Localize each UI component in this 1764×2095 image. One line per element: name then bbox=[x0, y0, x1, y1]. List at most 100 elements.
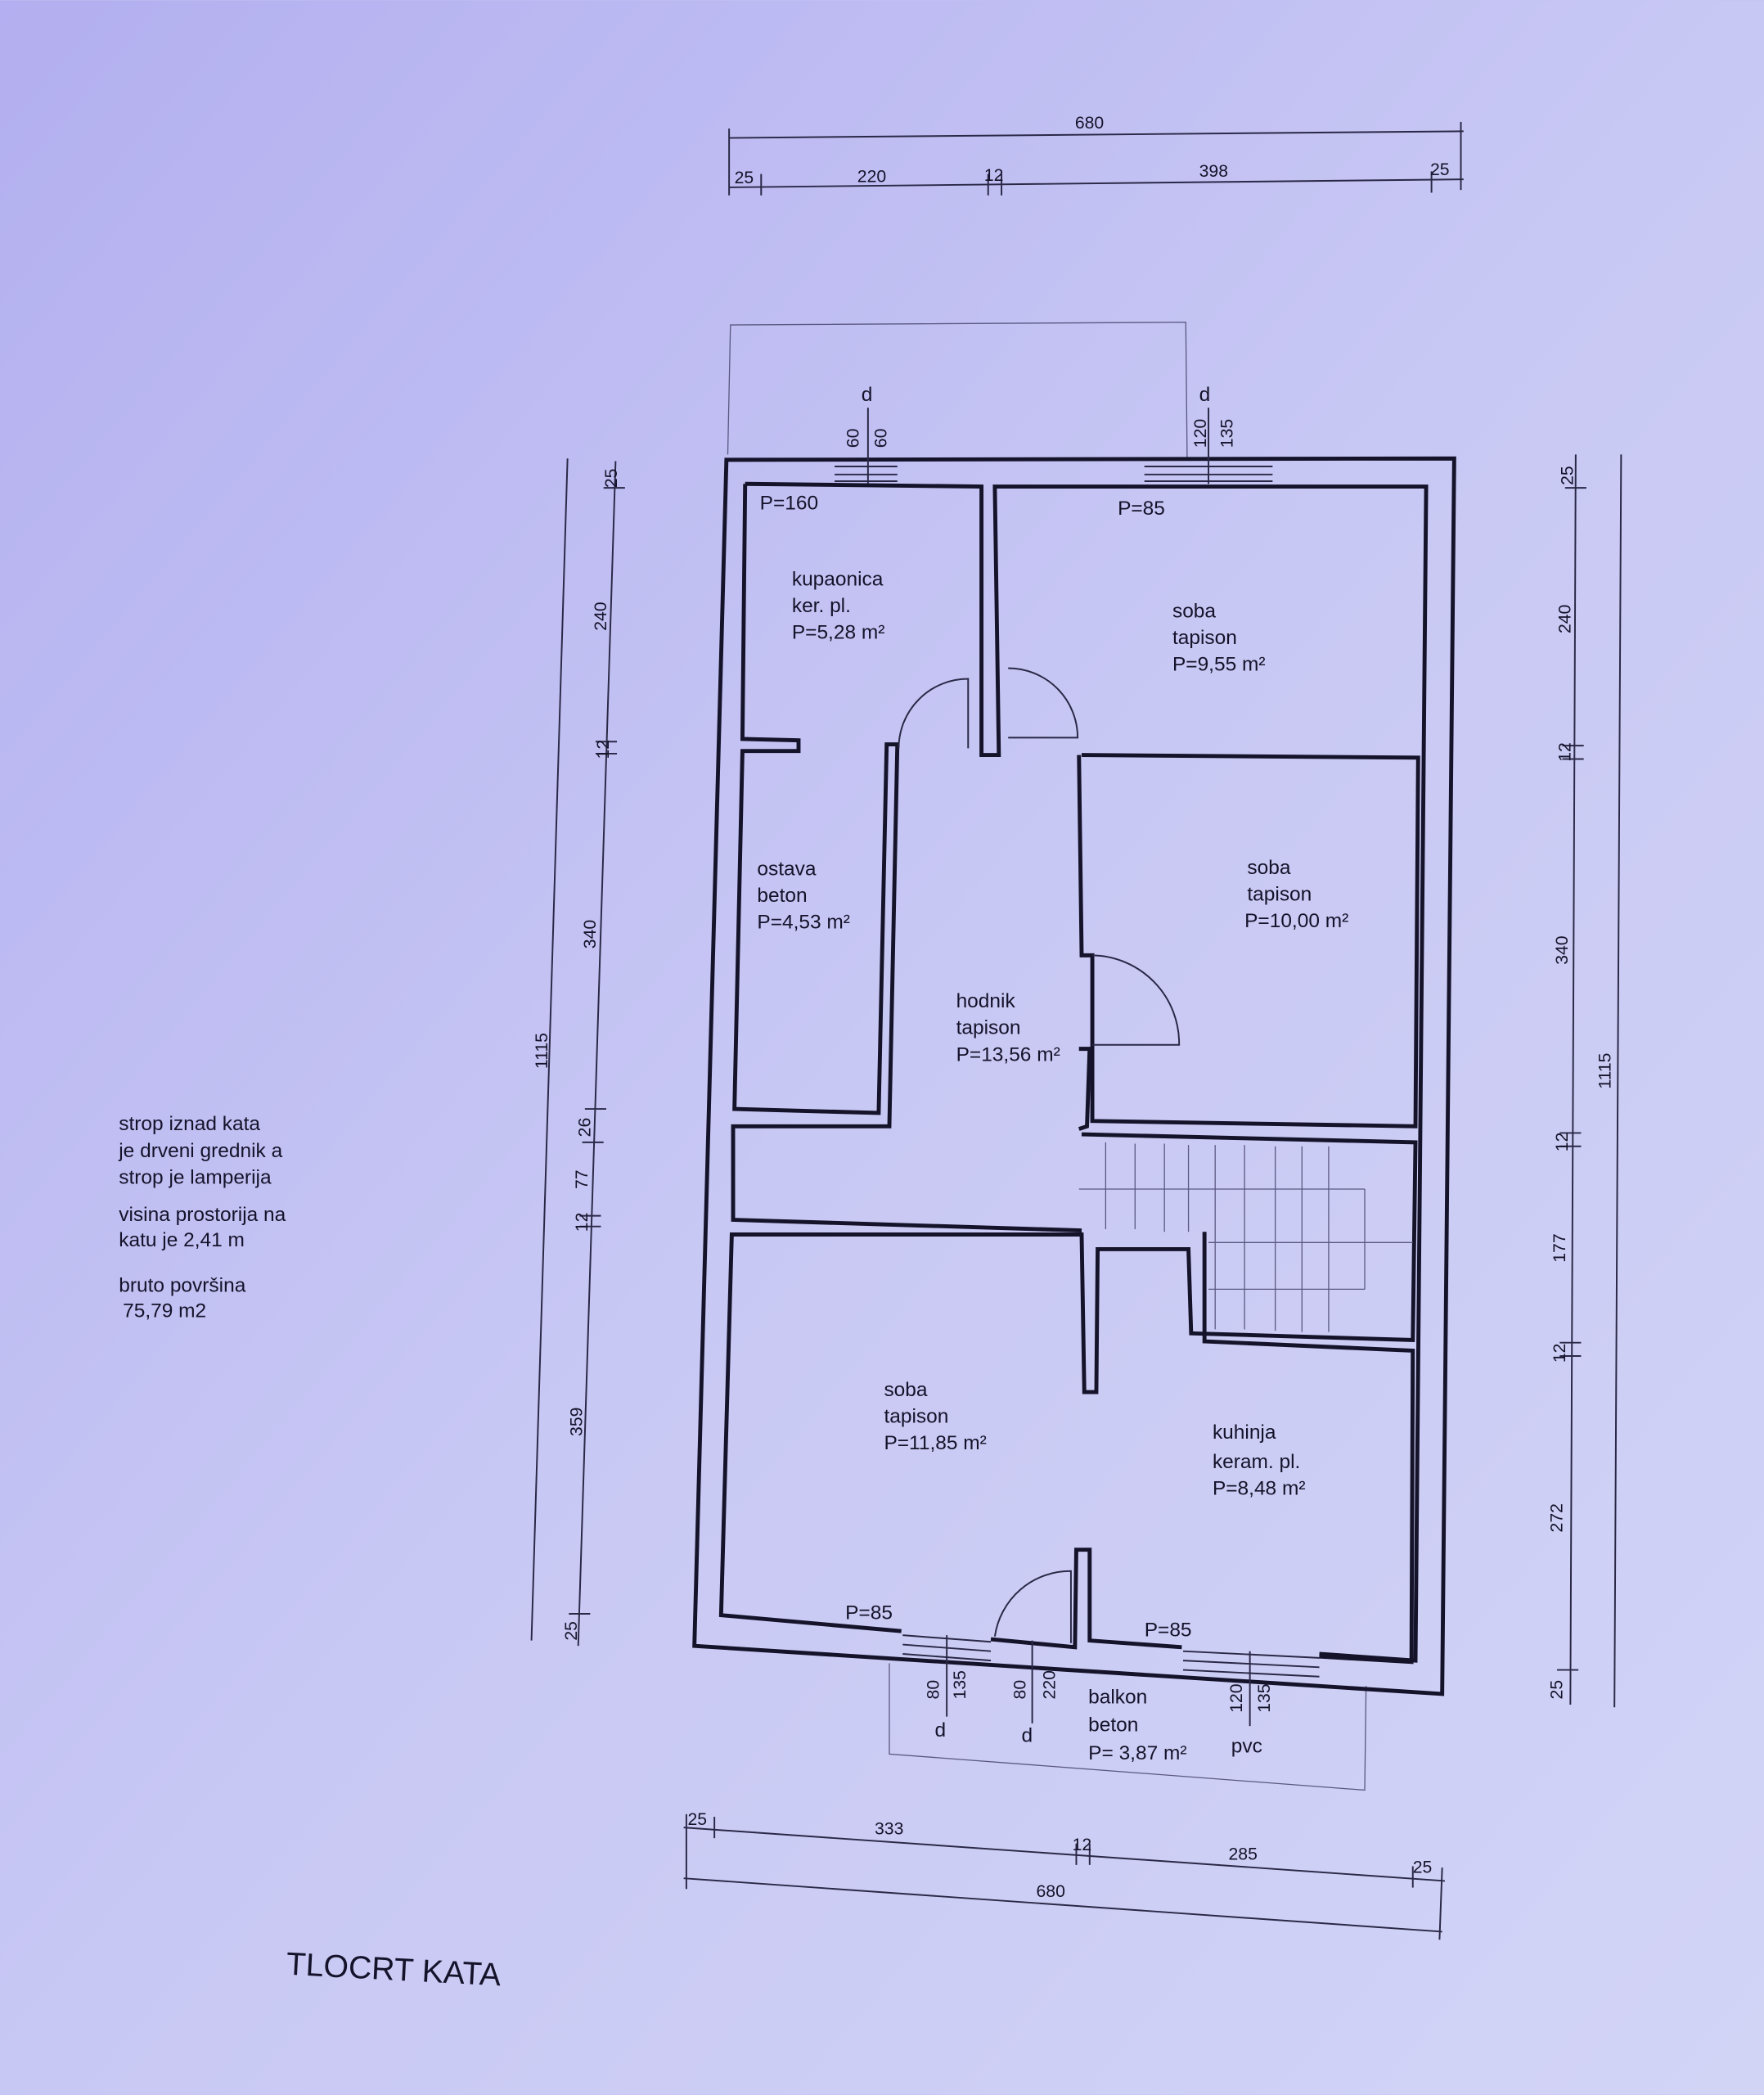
right-dim: 12 bbox=[1555, 742, 1574, 762]
room-kuhinja: kuhinja keram. pl. P=8,48 m² bbox=[1213, 1421, 1306, 1500]
svg-text:strop iznad kata: strop iznad kata bbox=[119, 1113, 260, 1135]
svg-text:keram. pl.: keram. pl. bbox=[1213, 1451, 1300, 1473]
bottom-dim: 25 bbox=[688, 1810, 708, 1829]
svg-text:d: d bbox=[862, 384, 873, 406]
bottom-dim: 12 bbox=[1073, 1836, 1092, 1854]
right-dim: 25 bbox=[1548, 1680, 1567, 1700]
left-dim: 25 bbox=[602, 469, 621, 489]
left-dim: 26 bbox=[575, 1118, 594, 1138]
svg-text:P=11,85 m²: P=11,85 m² bbox=[884, 1432, 986, 1454]
svg-text:d: d bbox=[1022, 1725, 1033, 1747]
svg-text:kuhinja: kuhinja bbox=[1213, 1421, 1276, 1444]
svg-text:ostava: ostava bbox=[757, 858, 816, 880]
parapet-label: P=160 bbox=[760, 492, 818, 514]
left-dim: 77 bbox=[573, 1169, 592, 1189]
door-swing-soba-1 bbox=[1008, 667, 1079, 739]
room-soba-north: soba tapison P=9,55 m² bbox=[1172, 600, 1266, 675]
room-ostava: ostava beton P=4,53 m² bbox=[757, 858, 850, 933]
svg-text:strop je lamperija: strop je lamperija bbox=[119, 1166, 272, 1188]
svg-text:je drveni grednik a: je drveni grednik a bbox=[118, 1140, 282, 1162]
top-dimension-lines bbox=[728, 121, 1464, 196]
opening-top-right: d 120 135 bbox=[1191, 384, 1236, 484]
right-dimension-lines bbox=[1557, 454, 1622, 1708]
bottom-dim: 285 bbox=[1229, 1845, 1258, 1863]
room-soba-south: soba tapison P=11,85 m² bbox=[884, 1379, 986, 1454]
svg-text:80: 80 bbox=[1010, 1680, 1029, 1700]
bottom-dim: 25 bbox=[1413, 1858, 1433, 1877]
svg-text:135: 135 bbox=[1255, 1683, 1274, 1712]
svg-text:tapison: tapison bbox=[884, 1406, 948, 1428]
opening-bottom-left: 80 135 d bbox=[924, 1635, 970, 1741]
svg-text:P=5,28 m²: P=5,28 m² bbox=[792, 622, 885, 644]
left-dim: 359 bbox=[568, 1408, 587, 1436]
svg-text:135: 135 bbox=[1217, 419, 1236, 448]
svg-text:P=9,55 m²: P=9,55 m² bbox=[1172, 654, 1266, 676]
svg-text:120: 120 bbox=[1191, 419, 1210, 448]
wall-hodnik-east-lower bbox=[1078, 1047, 1092, 1131]
top-dim-3: 12 bbox=[984, 166, 1004, 185]
top-dim-5: 25 bbox=[1430, 160, 1450, 179]
right-dim: 177 bbox=[1550, 1233, 1569, 1262]
outer-wall-outer bbox=[692, 456, 1456, 1696]
left-total-dim: 1115 bbox=[533, 1033, 551, 1069]
left-dimension-lines bbox=[530, 458, 625, 1647]
svg-text:balkon: balkon bbox=[1088, 1686, 1147, 1708]
overhang-outline bbox=[727, 322, 1188, 457]
notes-block: strop iznad kata je drveni grednik a str… bbox=[118, 1113, 286, 1322]
svg-text:220: 220 bbox=[1040, 1670, 1059, 1699]
wall-bottom-mid bbox=[990, 1548, 1182, 1650]
svg-text:soba: soba bbox=[1247, 857, 1290, 879]
svg-text:hodnik: hodnik bbox=[956, 990, 1016, 1012]
wall-hodnik-east bbox=[1077, 753, 1420, 1129]
svg-text:soba: soba bbox=[884, 1379, 927, 1401]
right-dim: 240 bbox=[1555, 605, 1574, 633]
svg-text:bruto površina: bruto površina bbox=[119, 1275, 245, 1297]
svg-text:P=10,00 m²: P=10,00 m² bbox=[1244, 910, 1348, 932]
right-dim: 340 bbox=[1553, 935, 1572, 964]
left-dim: 340 bbox=[581, 920, 600, 948]
svg-text:d: d bbox=[934, 1719, 946, 1741]
svg-text:120: 120 bbox=[1227, 1683, 1246, 1712]
svg-text:P= 3,87 m²: P= 3,87 m² bbox=[1088, 1742, 1186, 1764]
outer-wall-inner-left bbox=[731, 484, 1082, 1233]
svg-text:75,79 m2: 75,79 m2 bbox=[123, 1300, 206, 1322]
opening-bottom-right: 120 135 pvc bbox=[1227, 1651, 1274, 1758]
svg-text:135: 135 bbox=[951, 1670, 970, 1699]
bottom-total-dim: 680 bbox=[1037, 1882, 1065, 1901]
svg-text:P=4,53 m²: P=4,53 m² bbox=[757, 912, 850, 934]
balcony-outline bbox=[889, 1663, 1367, 1791]
room-hodnik: hodnik tapison P=13,56 m² bbox=[956, 990, 1060, 1066]
svg-text:tapison: tapison bbox=[1247, 883, 1312, 905]
room-soba-east: soba tapison P=10,00 m² bbox=[1244, 857, 1348, 932]
door-swing-balkon bbox=[993, 1570, 1072, 1643]
svg-text:katu je 2,41 m: katu je 2,41 m bbox=[119, 1229, 245, 1251]
svg-text:ker. pl.: ker. pl. bbox=[792, 595, 851, 617]
left-dim: 25 bbox=[562, 1621, 581, 1641]
room-kupaonica: kupaonica ker. pl. P=5,28 m² bbox=[792, 568, 885, 643]
door-swing-soba-2 bbox=[1092, 954, 1181, 1046]
outer-wall-inner bbox=[745, 481, 1429, 1663]
parapet-label: P=85 bbox=[845, 1602, 893, 1624]
top-dim-4: 398 bbox=[1199, 162, 1228, 181]
svg-text:P=13,56 m²: P=13,56 m² bbox=[956, 1043, 1060, 1066]
svg-text:beton: beton bbox=[1088, 1714, 1138, 1737]
wall-kuhinja bbox=[1202, 1232, 1415, 1665]
door-swing-kupaonica bbox=[898, 678, 970, 749]
parapet-label: P=85 bbox=[1145, 1620, 1192, 1642]
right-dim: 25 bbox=[1559, 466, 1577, 485]
right-dim: 12 bbox=[1550, 1344, 1569, 1363]
svg-text:P=8,48 m²: P=8,48 m² bbox=[1213, 1478, 1306, 1500]
top-dim-1: 25 bbox=[735, 169, 754, 187]
svg-text:tapison: tapison bbox=[956, 1017, 1021, 1039]
svg-text:kupaonica: kupaonica bbox=[792, 568, 884, 590]
bottom-dimension-lines bbox=[683, 1813, 1445, 1940]
left-dim: 240 bbox=[592, 601, 610, 630]
svg-text:60: 60 bbox=[872, 429, 891, 448]
svg-text:soba: soba bbox=[1172, 600, 1216, 622]
left-dim: 12 bbox=[573, 1213, 592, 1232]
right-dim: 12 bbox=[1553, 1133, 1572, 1152]
svg-text:d: d bbox=[1199, 384, 1211, 406]
room-balkon: balkon beton P= 3,87 m² bbox=[1088, 1686, 1186, 1764]
svg-text:pvc: pvc bbox=[1231, 1736, 1262, 1758]
